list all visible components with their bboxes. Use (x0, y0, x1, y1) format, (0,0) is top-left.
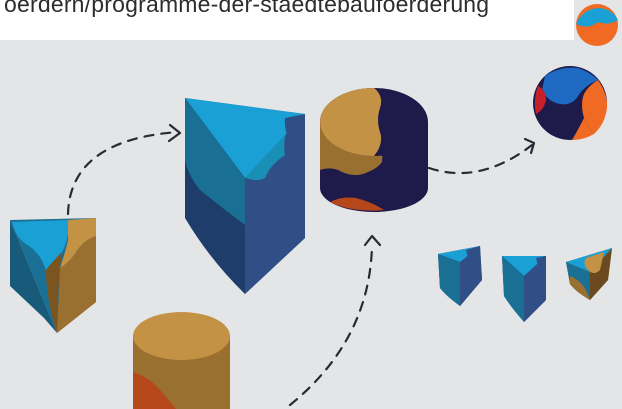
arrow-head-right (523, 137, 536, 155)
prism-tiny-2 (502, 256, 546, 322)
url-bar[interactable]: oerdern/programme-der-staedtebaufoerderu… (0, 0, 574, 40)
cylinder-bottom (133, 312, 230, 409)
prism-small-left (10, 218, 96, 333)
url-text: oerdern/programme-der-staedtebaufoerderu… (4, 0, 490, 17)
globe-icon (576, 4, 618, 46)
arrow-path-left (66, 130, 180, 216)
arrow-head-left (167, 123, 182, 143)
arrow-path-bottom (288, 243, 374, 407)
cylinder-top (320, 88, 428, 212)
arrow-path-right (427, 143, 534, 175)
prism-tiny-1 (438, 246, 482, 306)
arrow-head-bottom (363, 234, 382, 247)
prism-large (185, 98, 305, 294)
prism-tiny-3 (566, 248, 612, 300)
sphere (533, 66, 608, 140)
